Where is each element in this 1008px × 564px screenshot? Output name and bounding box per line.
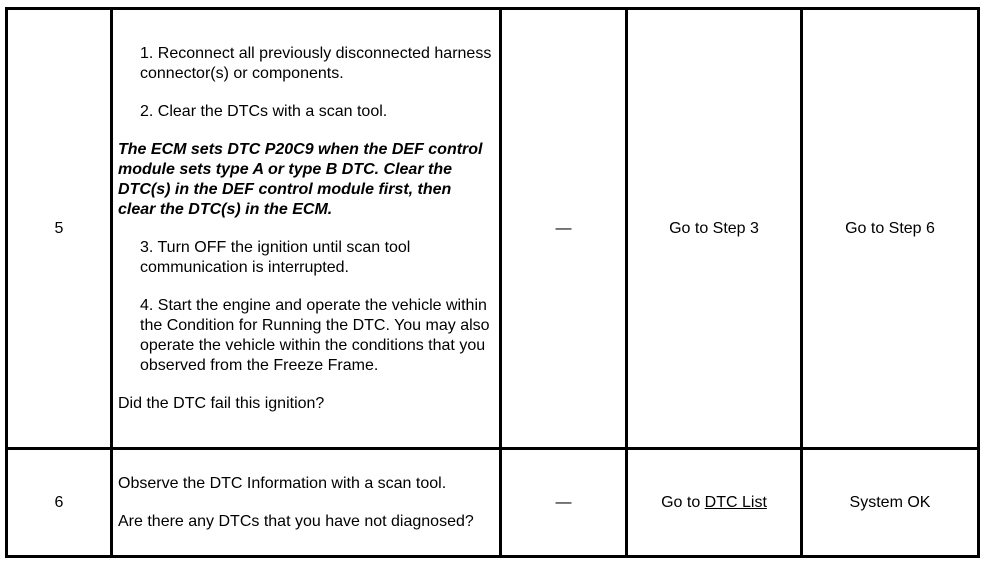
yes-text: Go to Step 3 [669,219,759,237]
step-number: 5 [54,219,64,237]
action-item-1: 1. Reconnect all previously disconnected… [140,44,492,82]
step-number: 6 [54,493,64,511]
no-cell: Go to Step 6 [800,7,980,450]
yes-prefix-text: Go to [661,493,705,511]
yes-cell: Go to DTC List [625,447,803,558]
step-number-cell: 6 [5,447,113,558]
diagnostic-step-table: 5 1. Reconnect all previously disconnect… [5,7,980,558]
action-question: Did the DTC fail this ignition? [118,394,325,412]
value-cell: — [499,447,628,558]
diagnostic-table-container: 5 1. Reconnect all previously disconnect… [5,7,980,558]
table-row-step-6: 6 Observe the DTC Information with a sca… [5,447,980,558]
action-item-3: 3. Turn OFF the ignition until scan tool… [140,238,411,276]
table-row-step-5: 5 1. Reconnect all previously disconnect… [5,7,980,450]
no-text: System OK [849,493,931,511]
value-cell: — [499,7,628,450]
value-text: — [555,493,572,511]
action-instruction: Observe the DTC Information with a scan … [118,474,447,492]
yes-cell: Go to Step 3 [625,7,803,450]
no-cell: System OK [800,447,980,558]
action-cell: Observe the DTC Information with a scan … [110,447,502,558]
action-item-2: 2. Clear the DTCs with a scan tool. [140,102,388,120]
dtc-list-link[interactable]: DTC List [704,493,767,511]
action-note: The ECM sets DTC P20C9 when the DEF cont… [118,140,483,218]
action-question: Are there any DTCs that you have not dia… [118,512,474,530]
action-item-4: 4. Start the engine and operate the vehi… [140,296,490,374]
value-text: — [555,219,572,237]
action-cell: 1. Reconnect all previously disconnected… [110,7,502,450]
step-number-cell: 5 [5,7,113,450]
no-text: Go to Step 6 [845,219,935,237]
